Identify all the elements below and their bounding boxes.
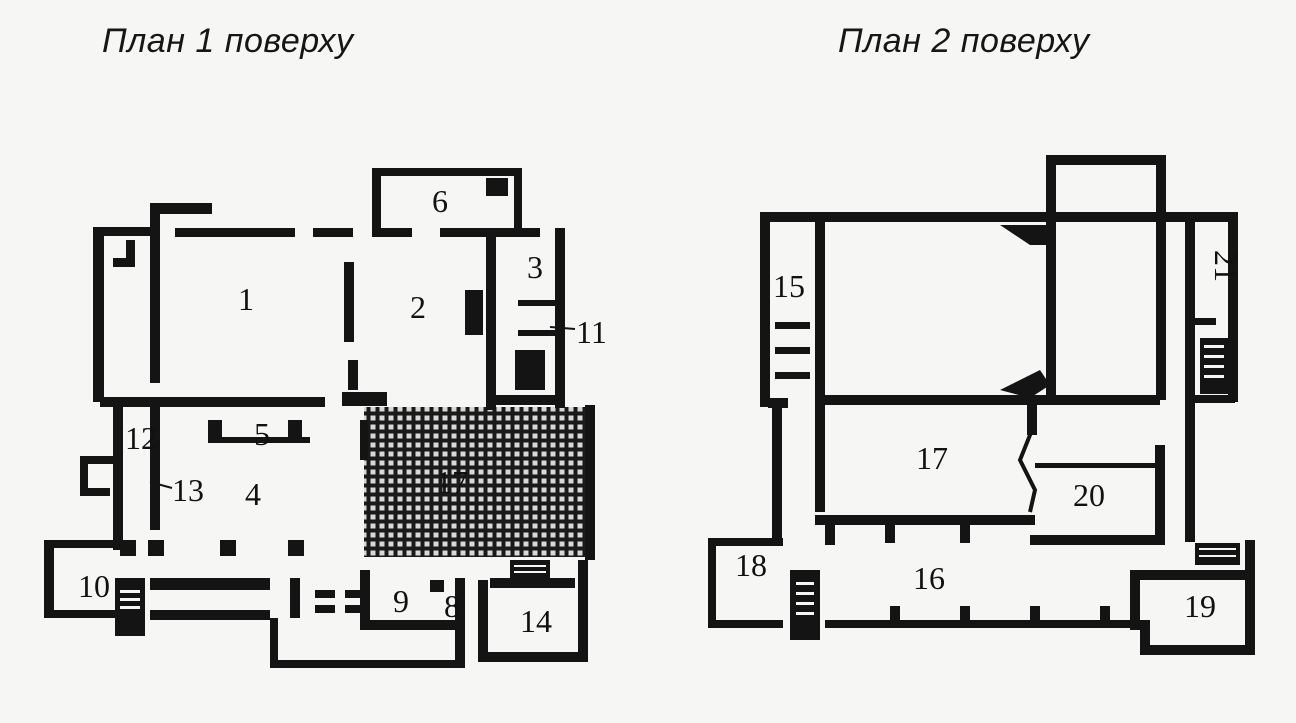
room-1-label: 1 bbox=[238, 281, 254, 317]
room-5-label: 5 bbox=[254, 416, 270, 452]
floor-2-plan: 15 16 17 18 19 20 21 bbox=[708, 155, 1255, 655]
room-3-label: 3 bbox=[527, 249, 543, 285]
room-13-label: 13 bbox=[172, 472, 204, 508]
room-8-label: 8 bbox=[444, 588, 460, 624]
room-14-label: 14 bbox=[520, 603, 552, 639]
floor-1-title: План 1 поверху bbox=[102, 22, 354, 60]
room-19-label: 19 bbox=[1184, 588, 1216, 624]
floor-1-walls bbox=[44, 168, 595, 668]
floor-2-title: План 2 поверху bbox=[838, 22, 1090, 60]
room-17-label-floor-2: 17 bbox=[916, 440, 948, 476]
hatched-hall bbox=[364, 407, 590, 557]
floor-2-room-numbers: 15 16 17 18 19 20 21 bbox=[735, 250, 1244, 624]
room-17-label: 17 bbox=[436, 464, 468, 500]
floor-1-room-numbers: 1 2 3 4 5 6 17 8 9 10 11 12 13 14 bbox=[78, 183, 607, 639]
room-21-label: 21 bbox=[1208, 250, 1244, 282]
room-2-label: 2 bbox=[410, 289, 426, 325]
room-15-label: 15 bbox=[773, 268, 805, 304]
floor-2-walls bbox=[708, 155, 1255, 655]
room-9-label: 9 bbox=[393, 583, 409, 619]
room-12-label: 12 bbox=[125, 420, 157, 456]
floor-1-plan: 1 2 3 4 5 6 17 8 9 10 11 12 13 14 bbox=[44, 168, 607, 668]
room-10-label: 10 bbox=[78, 568, 110, 604]
leader-line-11 bbox=[549, 326, 576, 330]
room-11-label: 11 bbox=[576, 314, 607, 350]
room-6-label: 6 bbox=[432, 183, 448, 219]
leader-line-13 bbox=[149, 481, 173, 489]
room-18-label: 18 bbox=[735, 547, 767, 583]
room-4-label: 4 bbox=[245, 476, 261, 512]
room-20-label: 20 bbox=[1073, 477, 1105, 513]
room-16-label: 16 bbox=[913, 560, 945, 596]
